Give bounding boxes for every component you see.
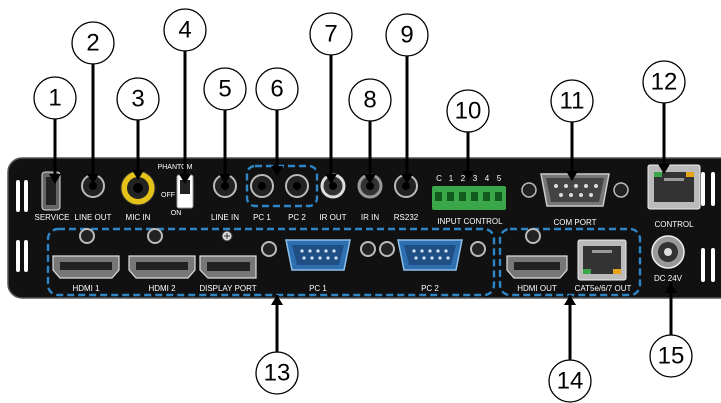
dc24v-label: DC 24V — [654, 274, 683, 283]
hdmi1-label: HDMI 1 — [72, 284, 100, 293]
svg-text:1: 1 — [48, 85, 61, 112]
cat-out-rj45-port — [577, 239, 627, 281]
phantom-label: PHANTOM — [158, 164, 193, 171]
pc1-audio-jack — [250, 174, 274, 198]
svg-text:4: 4 — [178, 17, 191, 44]
pc1-vga-label: PC 1 — [309, 284, 327, 293]
callout-4: 4 — [163, 8, 207, 52]
callout-8: 8 — [348, 78, 392, 122]
line-in-jack — [213, 174, 237, 198]
phantom-switch — [176, 174, 194, 209]
svg-text:9: 9 — [400, 22, 413, 49]
display-port-connector — [199, 255, 257, 279]
svg-text:14: 14 — [557, 368, 584, 395]
dc-power-jack — [651, 235, 685, 269]
callout-2: 2 — [71, 21, 115, 65]
pc1-audio-label: PC 1 — [253, 213, 271, 222]
svg-text:5: 5 — [497, 174, 502, 183]
callout-5: 5 — [203, 67, 247, 111]
hdmi-out-label: HDMI OUT — [517, 284, 557, 293]
callout-11: 11 — [550, 79, 594, 123]
rs232-label: RS232 — [394, 213, 419, 222]
pc2-vga-port — [397, 239, 463, 271]
terminal-pin-labels: C 1 2 3 4 5 — [436, 174, 502, 183]
pc1-vga-port — [285, 239, 351, 271]
right-vent-slots — [701, 172, 715, 282]
callout-9: 9 — [385, 13, 429, 57]
svg-text:10: 10 — [455, 98, 482, 125]
line-out-label: LINE OUT — [75, 213, 112, 222]
svg-text:8: 8 — [363, 87, 376, 114]
mic-in-label: MIC IN — [126, 213, 151, 222]
display-port-screw — [221, 230, 233, 242]
ir-in-label: IR IN — [361, 213, 379, 222]
hdmi1-port — [52, 255, 120, 279]
svg-text:5: 5 — [218, 76, 231, 103]
inputs-highlight-group — [46, 227, 496, 297]
callout-13: 13 — [255, 351, 299, 395]
callout-6: 6 — [255, 67, 299, 111]
callout-3: 3 — [116, 77, 160, 121]
svg-text:2: 2 — [461, 174, 466, 183]
phantom-on-label: ON — [171, 210, 182, 217]
svg-text:C: C — [436, 174, 442, 183]
bottom-row-locks — [79, 228, 541, 257]
svg-text:6: 6 — [270, 76, 283, 103]
pc-vga-side-locks — [379, 241, 486, 257]
pc2-audio-label: PC 2 — [288, 213, 306, 222]
svg-text:15: 15 — [658, 343, 685, 370]
svg-text:3: 3 — [131, 86, 144, 113]
com-port-connector — [521, 173, 629, 207]
display-port-label: DISPLAY PORT — [199, 284, 256, 293]
input-control-terminal-block — [432, 186, 506, 210]
control-label: CONTROL — [654, 220, 694, 229]
hdmi2-port — [128, 255, 196, 279]
svg-text:12: 12 — [651, 69, 678, 96]
com-port-label: COM PORT — [554, 218, 597, 227]
left-vent-slots — [16, 180, 28, 272]
callout-15: 15 — [649, 334, 693, 378]
callout-7: 7 — [309, 12, 353, 56]
svg-text:1: 1 — [449, 174, 454, 183]
svg-text:13: 13 — [264, 360, 291, 387]
svg-text:11: 11 — [560, 88, 585, 115]
callout-1: 1 — [33, 76, 77, 120]
svg-text:3: 3 — [473, 174, 478, 183]
service-label: SERVICE — [35, 213, 70, 222]
input-control-label: INPUT CONTROL — [437, 217, 503, 226]
leader-arrowheads — [49, 164, 677, 305]
cat-out-label: CAT5e/6/7 OUT — [575, 284, 632, 293]
control-rj45-port — [647, 164, 701, 210]
svg-text:4: 4 — [485, 174, 490, 183]
callout-14: 14 — [548, 359, 592, 403]
svg-text:7: 7 — [324, 21, 337, 48]
mic-in-jack — [120, 170, 156, 206]
hdmi2-label: HDMI 2 — [148, 284, 176, 293]
pc2-audio-jack — [285, 174, 309, 198]
callout-leader-lines — [53, 51, 673, 368]
callout-12: 12 — [642, 60, 686, 104]
svg-text:2: 2 — [86, 30, 99, 57]
hdmi-out-port — [506, 255, 568, 279]
ir-out-label: IR OUT — [319, 213, 346, 222]
line-in-label: LINE IN — [211, 213, 239, 222]
phantom-off-label: OFF — [161, 192, 175, 199]
callout-10: 10 — [446, 89, 490, 133]
pc2-vga-label: PC 2 — [421, 284, 439, 293]
